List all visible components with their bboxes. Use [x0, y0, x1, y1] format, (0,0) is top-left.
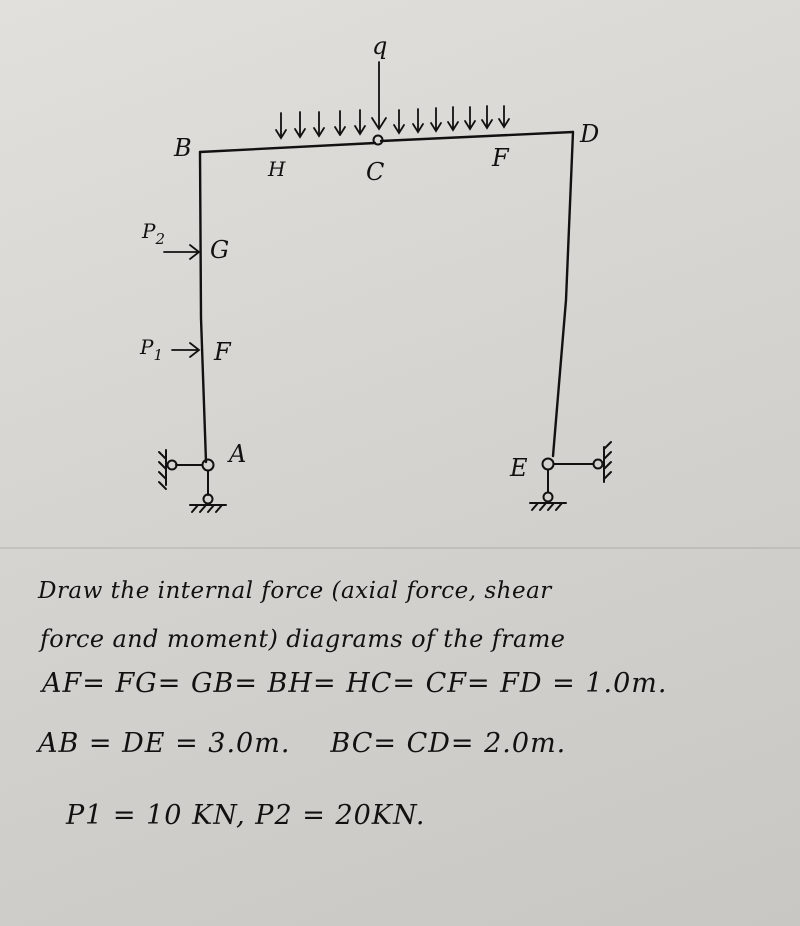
distributed-load: [275, 105, 510, 140]
problem-line-1: Draw the internal force (axial force, sh…: [38, 578, 552, 604]
label-F-top: F: [491, 144, 510, 172]
column-DE: [551, 130, 575, 458]
point-load-P1: [171, 342, 201, 358]
problem-line-4b: BC= CD= 2.0m.: [330, 728, 567, 759]
beam-CD: [379, 130, 575, 143]
problem-line-4a: AB = DE = 3.0m.: [38, 728, 291, 759]
support-A: [158, 449, 227, 513]
label-E: E: [509, 454, 528, 482]
column-AB: [198, 150, 208, 464]
problem-line-3: AF= FG= GB= BH= HC= CF= FD = 1.0m.: [42, 668, 668, 699]
problem-line-2: force and moment) diagrams of the frame: [40, 625, 566, 653]
label-P2: P2: [141, 219, 165, 248]
hinge-C: [372, 134, 384, 146]
problem-line-5: P1 = 10 KN, P2 = 20KN.: [66, 800, 426, 831]
label-C: C: [366, 158, 384, 186]
label-F-left: F: [213, 338, 232, 366]
label-D: D: [579, 120, 599, 148]
label-q: q: [372, 32, 387, 60]
frame-diagram: q B H C F D G F A E P2 P1: [0, 32, 800, 549]
point-load-P2: [163, 244, 201, 260]
label-H: H: [267, 157, 286, 181]
problem-line-4: AB = DE = 3.0m. BC= CD= 2.0m.: [38, 728, 566, 759]
point-load-q: [371, 61, 387, 131]
label-P1: P1: [139, 335, 163, 364]
label-B: B: [173, 134, 192, 162]
support-E: [529, 441, 612, 511]
label-A: A: [227, 440, 246, 468]
label-G: G: [210, 236, 229, 264]
beam-BC: [198, 141, 377, 154]
